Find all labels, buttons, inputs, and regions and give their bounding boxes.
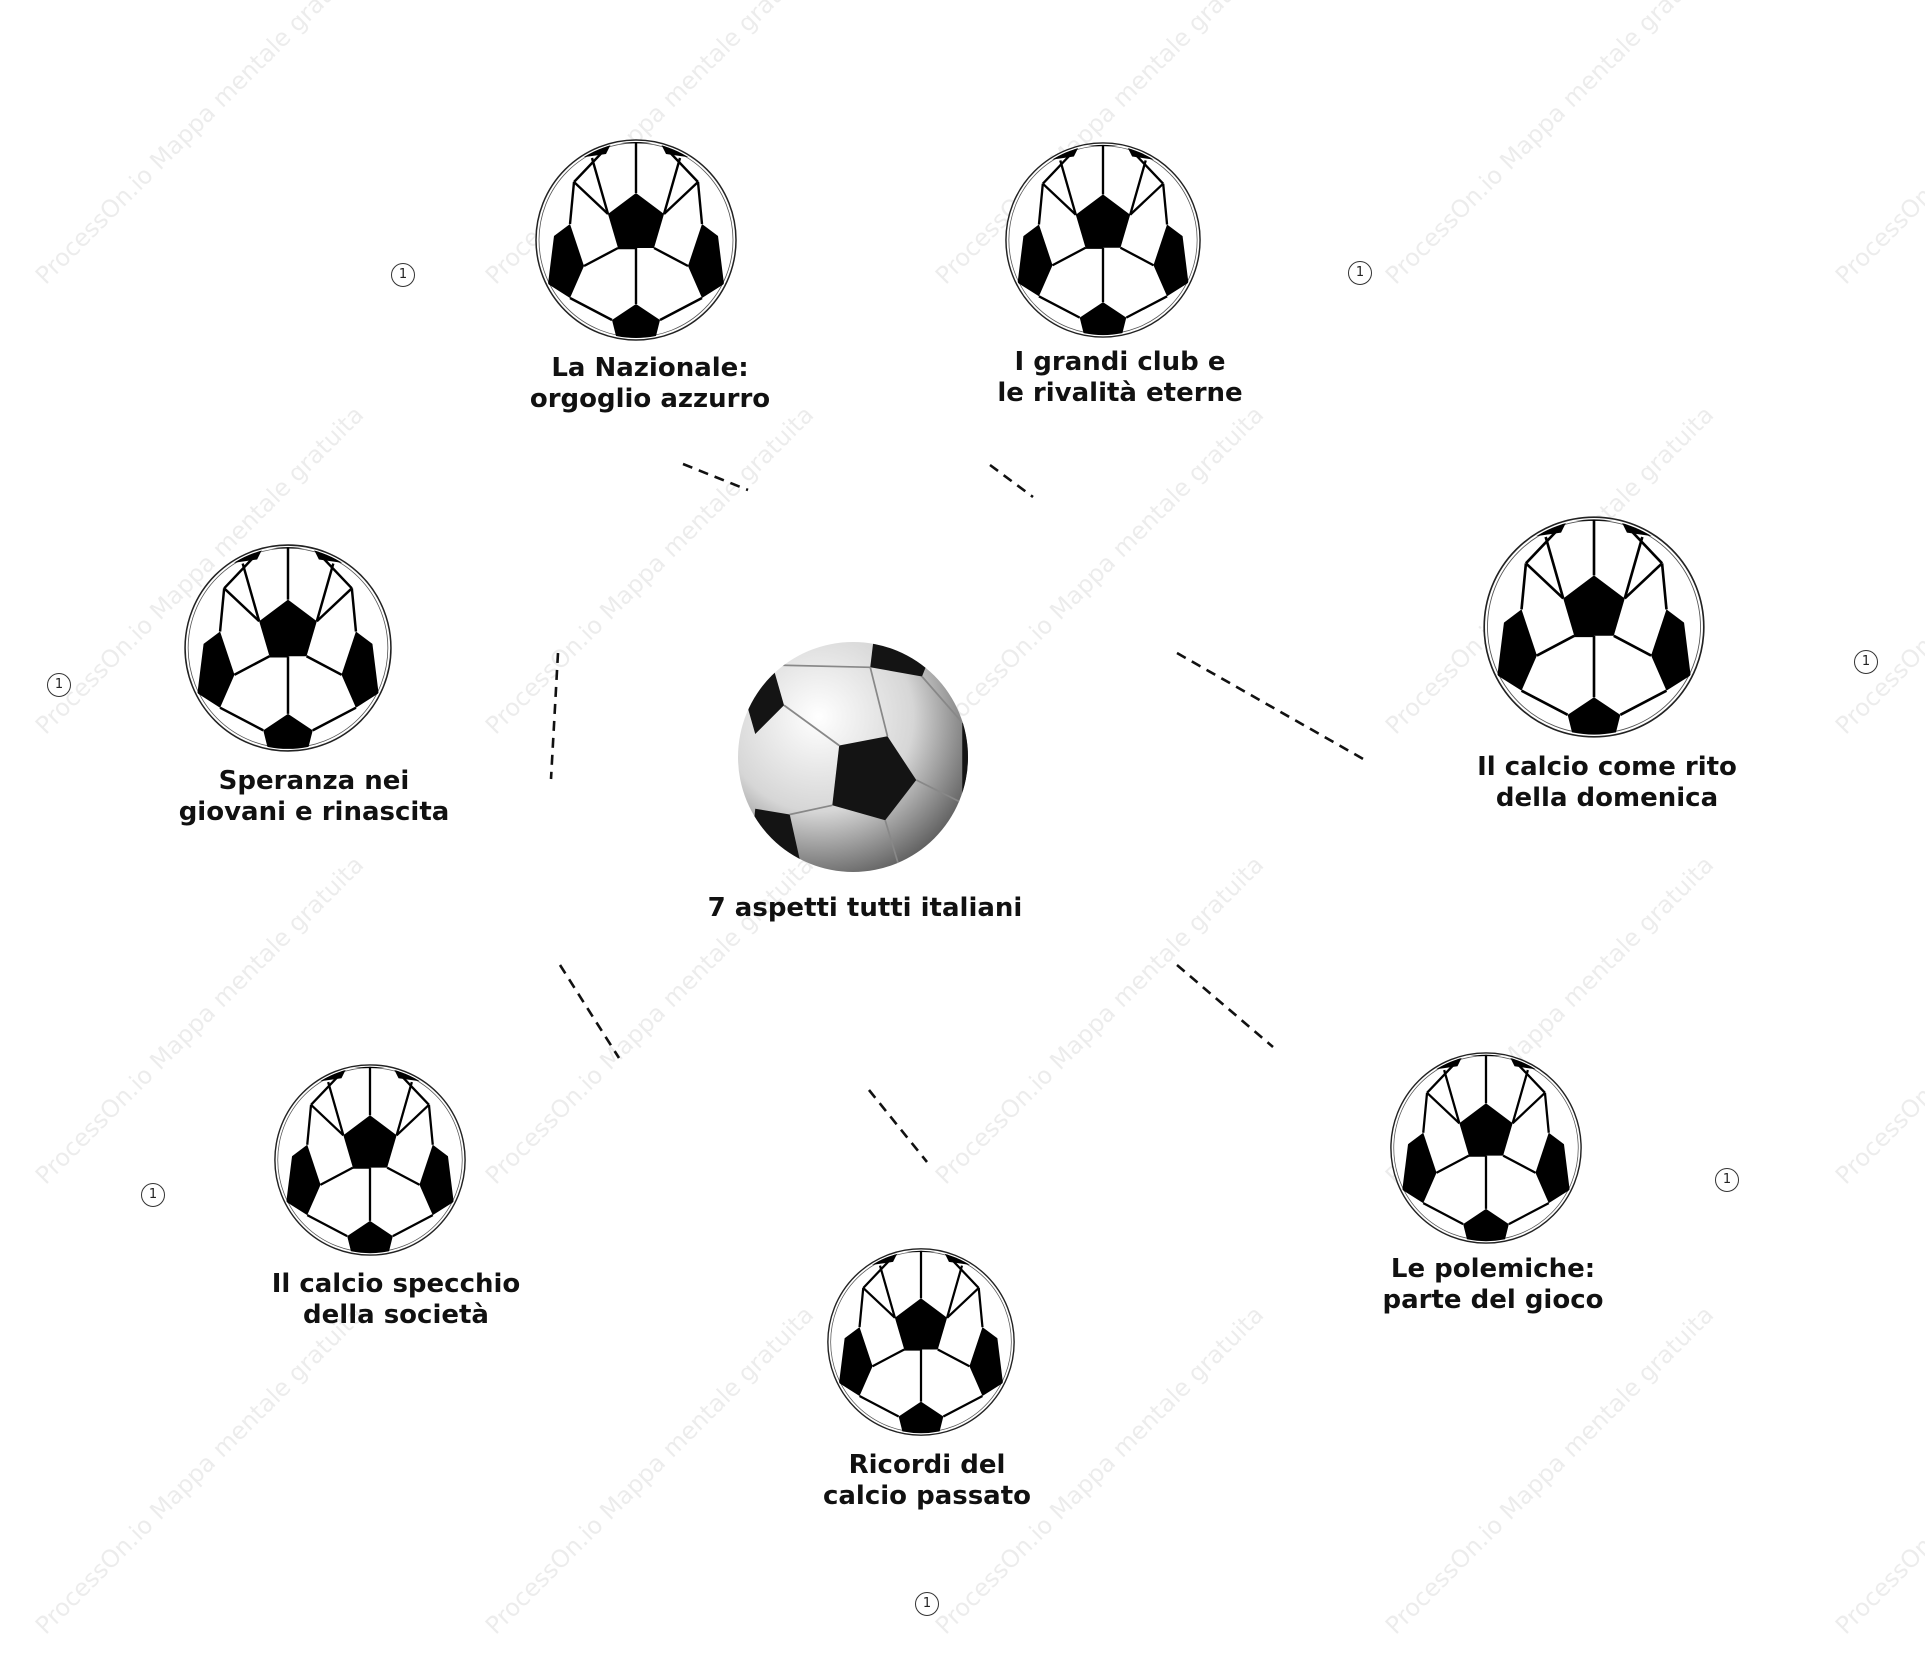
- topic-label-line: I grandi club e: [1014, 347, 1226, 377]
- topic-label-line: le rivalità eterne: [997, 378, 1243, 408]
- topic-label-line: Speranza nei: [218, 766, 410, 796]
- connector-specchio-societa: [558, 964, 621, 1059]
- count-badge-grandi-club[interactable]: 1: [1348, 261, 1372, 285]
- central-label: 7 aspetti tutti italiani: [707, 893, 1023, 923]
- topic-label-line: calcio passato: [822, 1481, 1032, 1511]
- count-badge-polemiche[interactable]: 1: [1715, 1168, 1739, 1192]
- connector-polemiche: [1176, 964, 1274, 1048]
- soccer-ball-icon: [184, 544, 392, 752]
- topic-label-line: della società: [303, 1300, 489, 1330]
- connector-grandi-club: [989, 463, 1034, 499]
- topic-label-line: Le polemiche:: [1390, 1254, 1596, 1284]
- connector-nazionale: [682, 462, 749, 492]
- soccer-ball-icon: [1390, 1052, 1582, 1244]
- soccer-ball-icon: [535, 139, 737, 341]
- count-badge-specchio-societa[interactable]: 1: [141, 1183, 165, 1207]
- topic-label-line: Il calcio specchio: [271, 1269, 521, 1299]
- connector-speranza-giovani: [549, 652, 560, 780]
- count-badge-speranza-giovani[interactable]: 1: [47, 673, 71, 697]
- count-badge-nazionale[interactable]: 1: [391, 263, 415, 287]
- central-node[interactable]: 7 aspetti tutti italiani: [700, 630, 1030, 930]
- connector-ricordi: [867, 1089, 929, 1163]
- topic-label-line: della domenica: [1495, 783, 1719, 813]
- topic-label-line: La Nazionale:: [551, 353, 749, 383]
- topic-label-line: Il calcio come rito: [1477, 752, 1737, 782]
- soccer-ball-3d-icon: [738, 642, 968, 872]
- soccer-ball-icon: [827, 1248, 1015, 1436]
- soccer-ball-icon: [274, 1064, 466, 1256]
- topic-label-line: parte del gioco: [1382, 1285, 1604, 1315]
- topic-label-nazionale: La Nazionale:orgoglio azzurro: [470, 353, 830, 415]
- count-badge-ricordi[interactable]: 1: [915, 1592, 939, 1616]
- connector-rito-domenica: [1176, 651, 1366, 762]
- soccer-ball-icon: [1005, 142, 1201, 338]
- topic-label-polemiche: Le polemiche:parte del gioco: [1313, 1254, 1673, 1316]
- topic-label-line: orgoglio azzurro: [529, 384, 771, 414]
- soccer-ball-icon: [1483, 516, 1705, 738]
- topic-label-line: giovani e rinascita: [178, 797, 450, 827]
- count-badge-rito-domenica[interactable]: 1: [1854, 650, 1878, 674]
- topic-label-line: Ricordi del: [848, 1450, 1006, 1480]
